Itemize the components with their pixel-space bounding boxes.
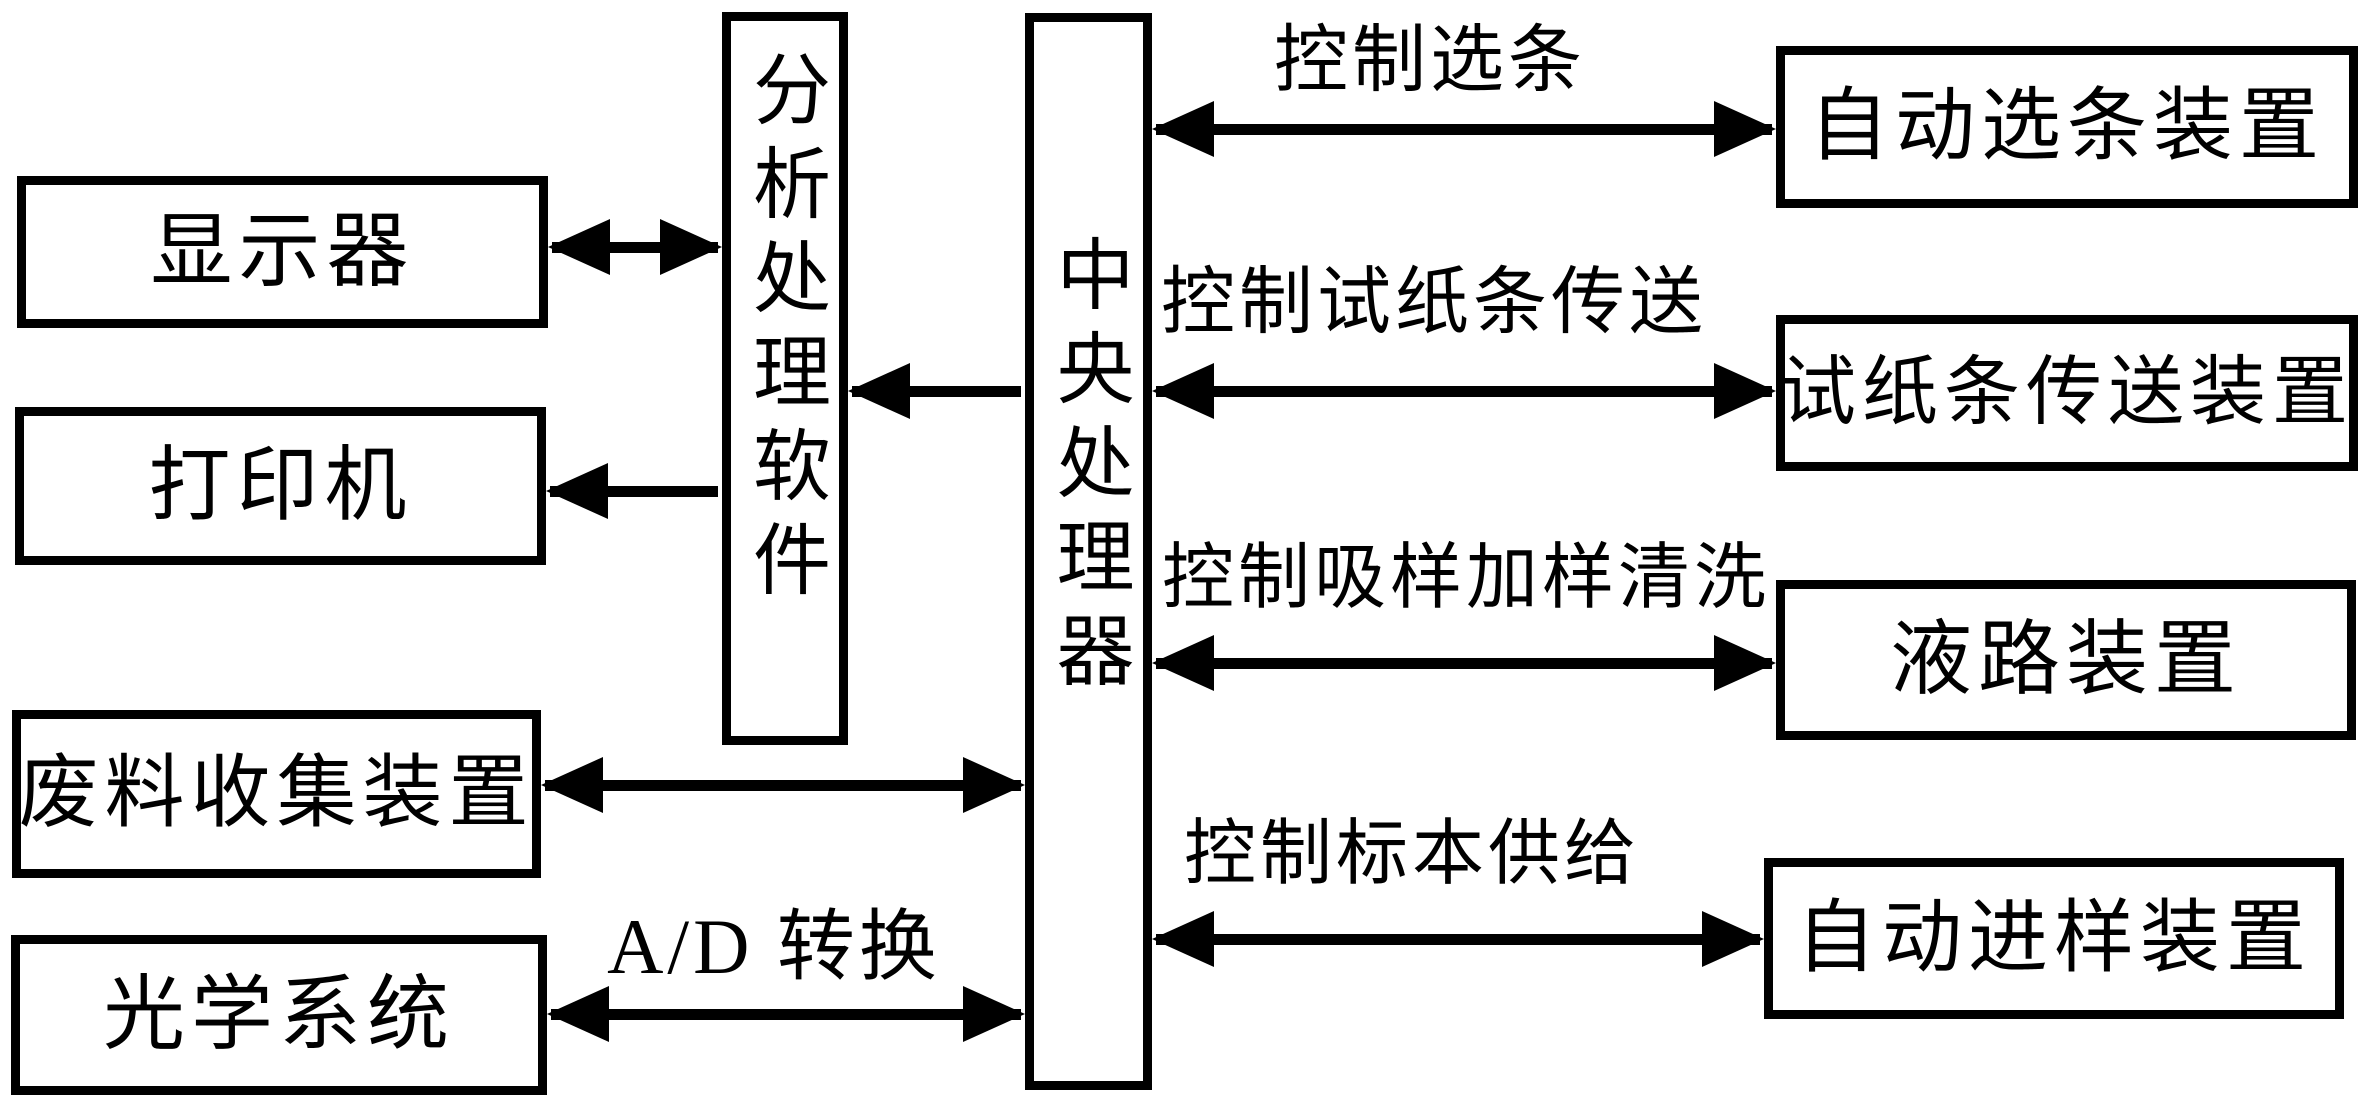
edge-shaft xyxy=(852,386,1021,397)
node-display-label: 显示器 xyxy=(150,206,415,297)
node-analysis-software: 分析处理软件 xyxy=(722,12,848,745)
edge-cpu-strip-transport xyxy=(1152,363,1776,419)
edge-label-control-sample-supply: 控制标本供给 xyxy=(1183,814,1641,894)
arrowhead-left-icon xyxy=(1152,635,1214,691)
edge-shaft xyxy=(1156,124,1772,135)
edge-cpu-sampler xyxy=(1152,911,1764,967)
arrowhead-right-icon xyxy=(1714,363,1776,419)
edge-software-printer xyxy=(546,463,722,519)
node-auto-sampler-label: 自动进样装置 xyxy=(1796,894,2312,983)
arrowhead-left-icon xyxy=(547,986,609,1042)
edge-cpu-software xyxy=(848,363,1025,419)
edge-optical-cpu xyxy=(547,986,1025,1042)
node-printer: 打印机 xyxy=(15,407,546,565)
arrowhead-right-icon xyxy=(1702,911,1764,967)
edge-label-control-aspirate-wash: 控制吸样加样清洗 xyxy=(1161,538,1771,618)
arrowhead-left-icon xyxy=(1152,911,1214,967)
node-fluid-path-label: 液路装置 xyxy=(1889,614,2242,705)
edge-label-ad-conversion: A/D 转换 xyxy=(607,903,941,990)
edge-shaft xyxy=(551,1009,1021,1020)
node-fluid-path: 液路装置 xyxy=(1776,580,2356,740)
node-display: 显示器 xyxy=(17,176,548,328)
arrowhead-right-icon xyxy=(963,986,1025,1042)
arrowhead-left-icon xyxy=(848,363,910,419)
node-strip-transport-label: 试纸条传送装置 xyxy=(1780,351,2354,435)
edge-shaft xyxy=(550,486,718,497)
arrowhead-left-icon xyxy=(546,463,608,519)
arrowhead-right-icon xyxy=(1714,635,1776,691)
edge-shaft xyxy=(1156,934,1760,945)
arrowhead-left-icon xyxy=(541,757,603,813)
node-auto-sampler: 自动进样装置 xyxy=(1764,858,2344,1019)
arrowhead-left-icon xyxy=(1152,363,1214,419)
arrowhead-left-icon xyxy=(548,219,610,275)
node-strip-transport: 试纸条传送装置 xyxy=(1776,315,2358,471)
edge-waste-cpu xyxy=(541,757,1025,813)
node-optical-system-label: 光学系统 xyxy=(102,969,455,1060)
node-auto-strip-select: 自动选条装置 xyxy=(1776,46,2358,208)
edge-shaft xyxy=(552,242,718,253)
node-waste-collector-label: 废料收集装置 xyxy=(18,750,535,838)
node-cpu: 中央处理器 xyxy=(1025,13,1152,1090)
node-optical-system: 光学系统 xyxy=(11,935,547,1095)
node-auto-strip-select-label: 自动选条装置 xyxy=(1809,83,2325,171)
node-cpu-label: 中央处理器 xyxy=(1045,234,1133,704)
node-waste-collector: 废料收集装置 xyxy=(12,710,541,878)
arrowhead-right-icon xyxy=(1714,101,1776,157)
edge-cpu-strip-select xyxy=(1152,101,1776,157)
edge-display-software xyxy=(548,219,722,275)
node-analysis-software-label: 分析处理软件 xyxy=(742,49,829,613)
edge-shaft xyxy=(1156,658,1772,669)
edge-shaft xyxy=(1156,386,1772,397)
edge-label-control-strip-select: 控制选条 xyxy=(1274,20,1586,102)
edge-shaft xyxy=(545,780,1021,791)
arrowhead-right-icon xyxy=(660,219,722,275)
node-printer-label: 打印机 xyxy=(148,440,413,531)
edge-cpu-fluid xyxy=(1152,635,1776,691)
arrowhead-left-icon xyxy=(1152,101,1214,157)
edge-label-control-strip-transport: 控制试纸条传送 xyxy=(1161,262,1707,344)
arrowhead-right-icon xyxy=(963,757,1025,813)
